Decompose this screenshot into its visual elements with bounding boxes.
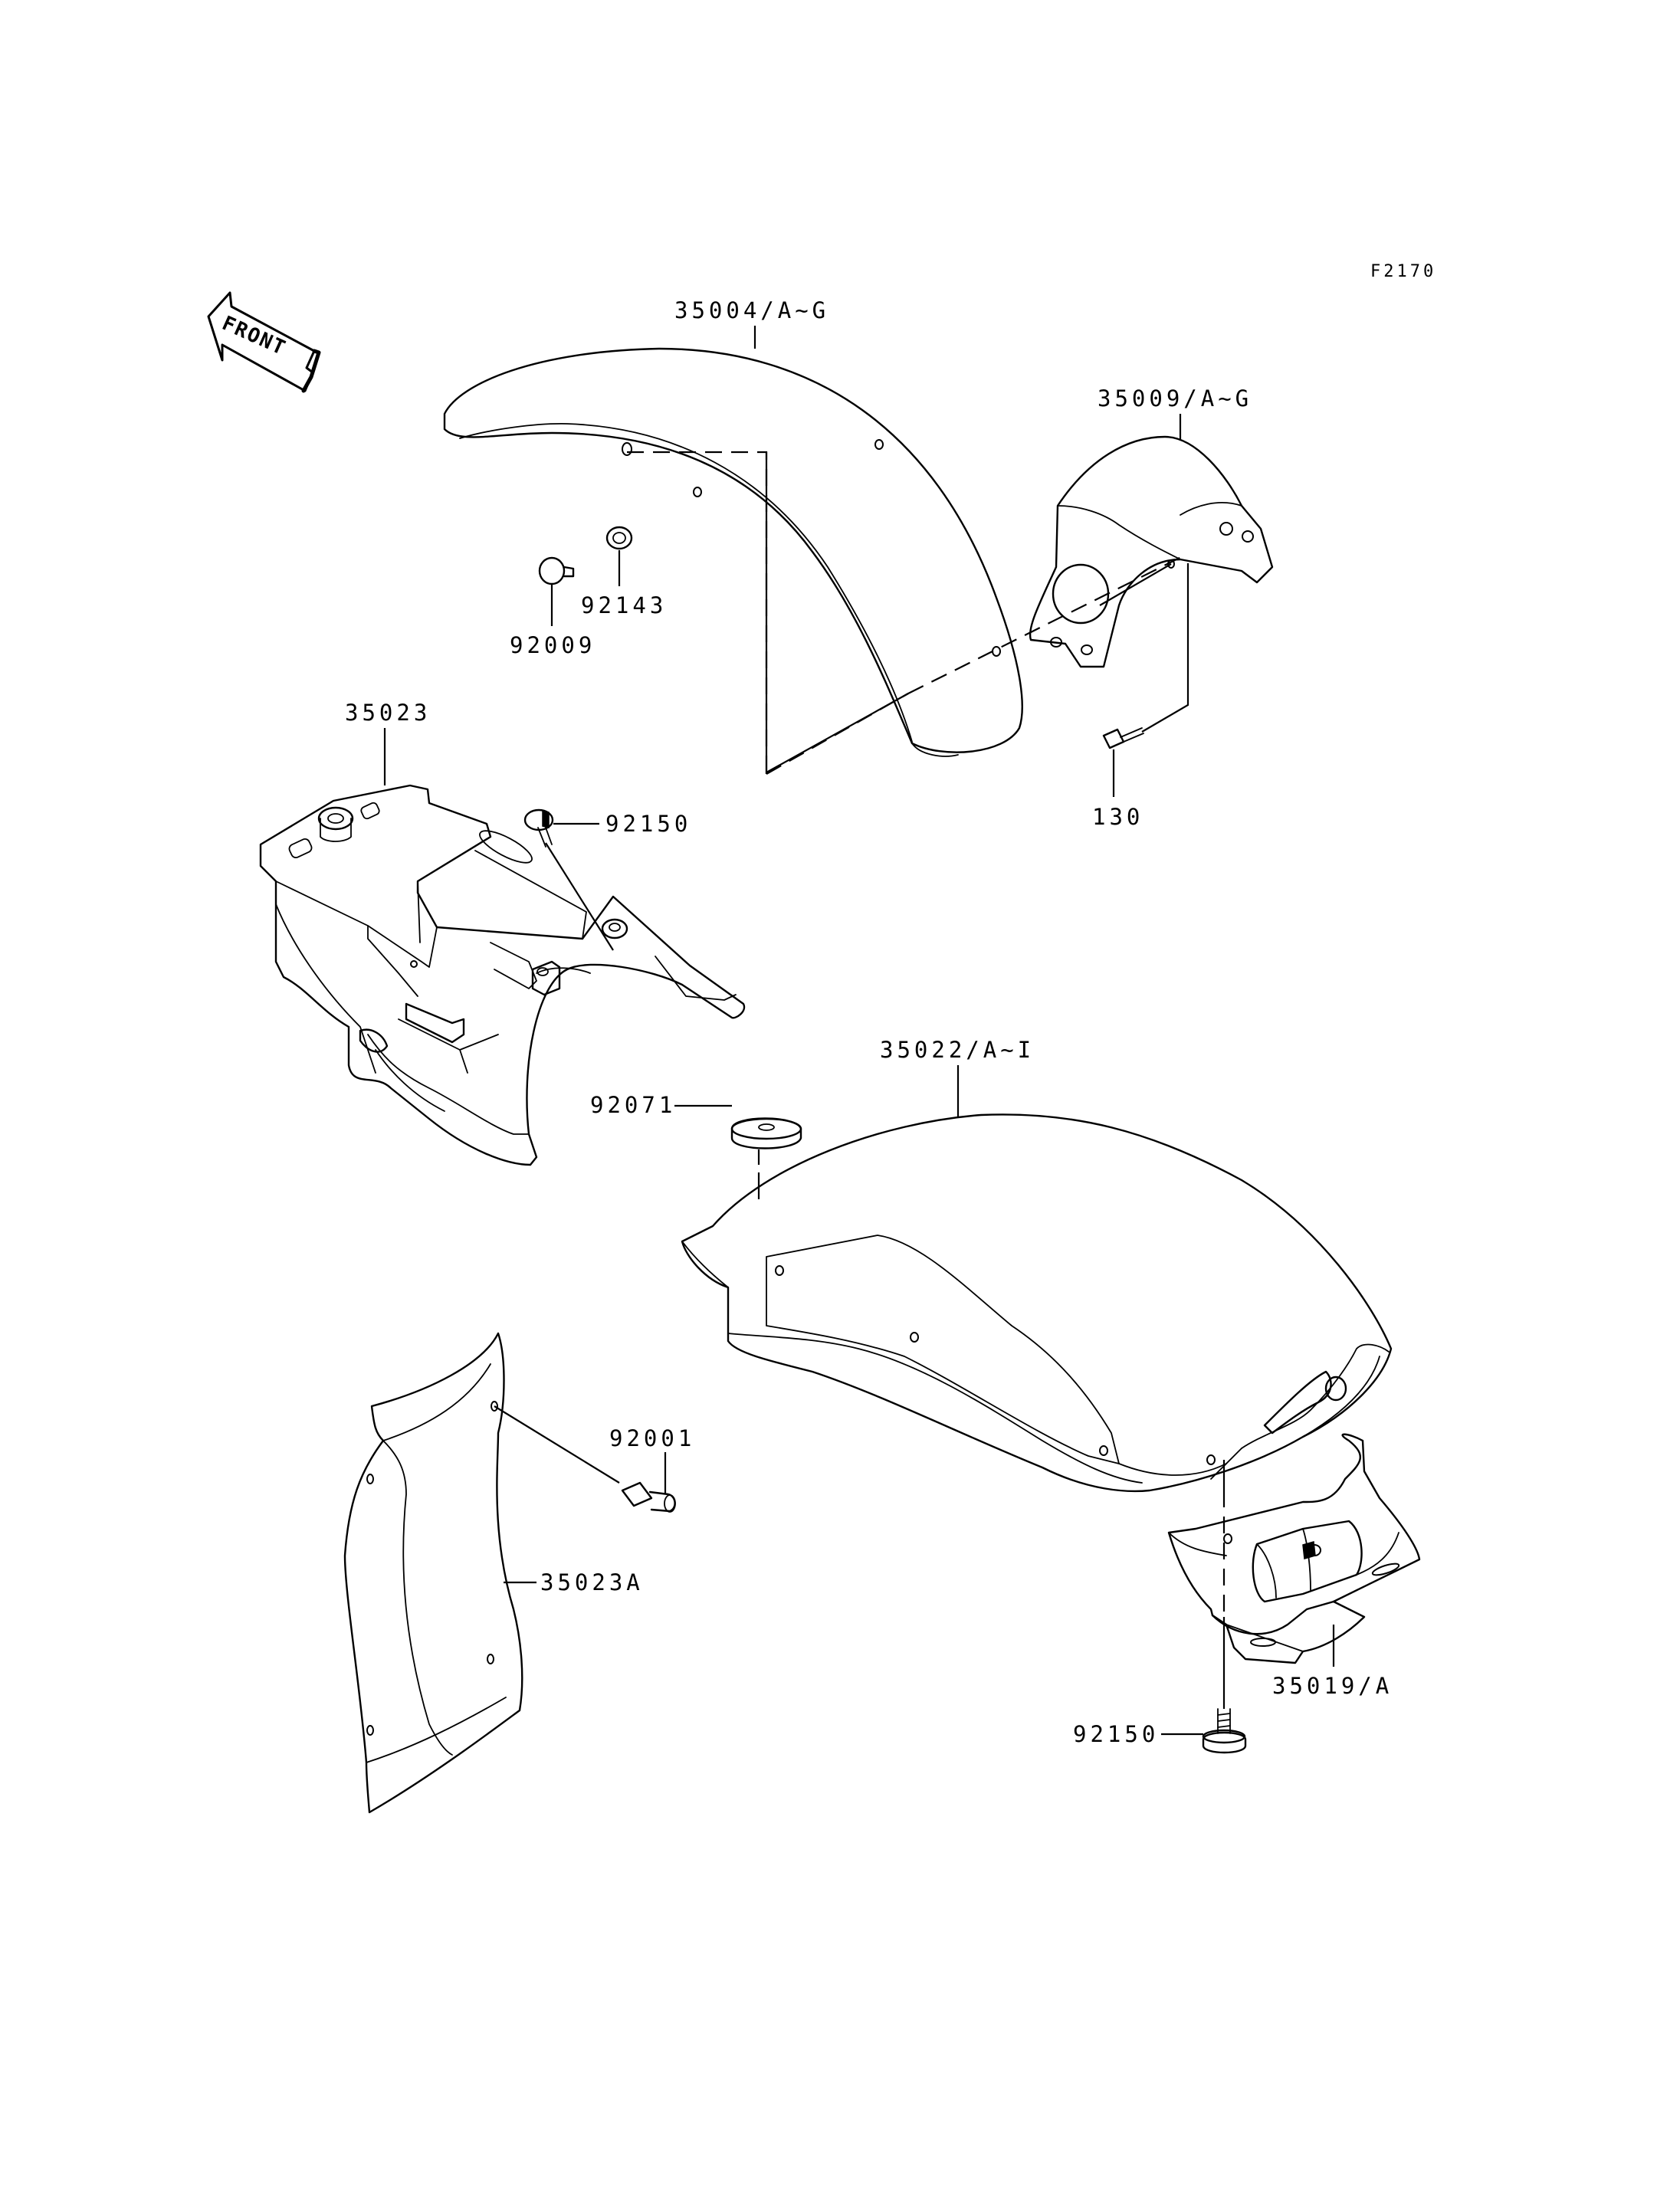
label-inner-fender: 35023 (345, 700, 431, 726)
bolt-92150-bottom (1161, 1708, 1247, 1754)
collar-92143 (605, 526, 633, 586)
figure-code: F2170 (1370, 262, 1436, 281)
rear-fender (681, 1113, 1393, 1493)
label-cap-92009: 92009 (510, 632, 596, 658)
label-bolt-92001: 92001 (609, 1425, 695, 1451)
bolt-92150-top (523, 808, 614, 951)
bolt-130 (1102, 727, 1144, 797)
license-bracket (1167, 1433, 1421, 1664)
label-rear-fender: 35022/A~I (880, 1037, 1035, 1063)
label-bolt-92150-top: 92150 (605, 811, 691, 837)
cap-92009 (538, 556, 575, 626)
fender-bracket (1029, 435, 1274, 668)
label-fender-flap: 35023A (540, 1569, 644, 1595)
label-bolt-130: 130 (1092, 804, 1144, 830)
bolt-92001 (621, 1452, 676, 1513)
bracket-bolt-guide (1141, 563, 1189, 733)
label-collar-92143: 92143 (581, 592, 667, 618)
damper-92071 (674, 1104, 802, 1199)
front-arrow-icon: FRONT (207, 291, 321, 393)
label-front-fender: 35004/A~G (674, 297, 829, 323)
label-fender-bracket: 35009/A~G (1098, 385, 1252, 412)
label-bolt-92150-bottom: 92150 (1073, 1721, 1159, 1747)
label-damper-92071: 92071 (590, 1092, 676, 1118)
label-license-bracket: 35019/A (1272, 1673, 1393, 1699)
fender-flap (343, 1332, 620, 1814)
inner-fender (259, 784, 746, 1166)
front-fender (443, 347, 1023, 757)
